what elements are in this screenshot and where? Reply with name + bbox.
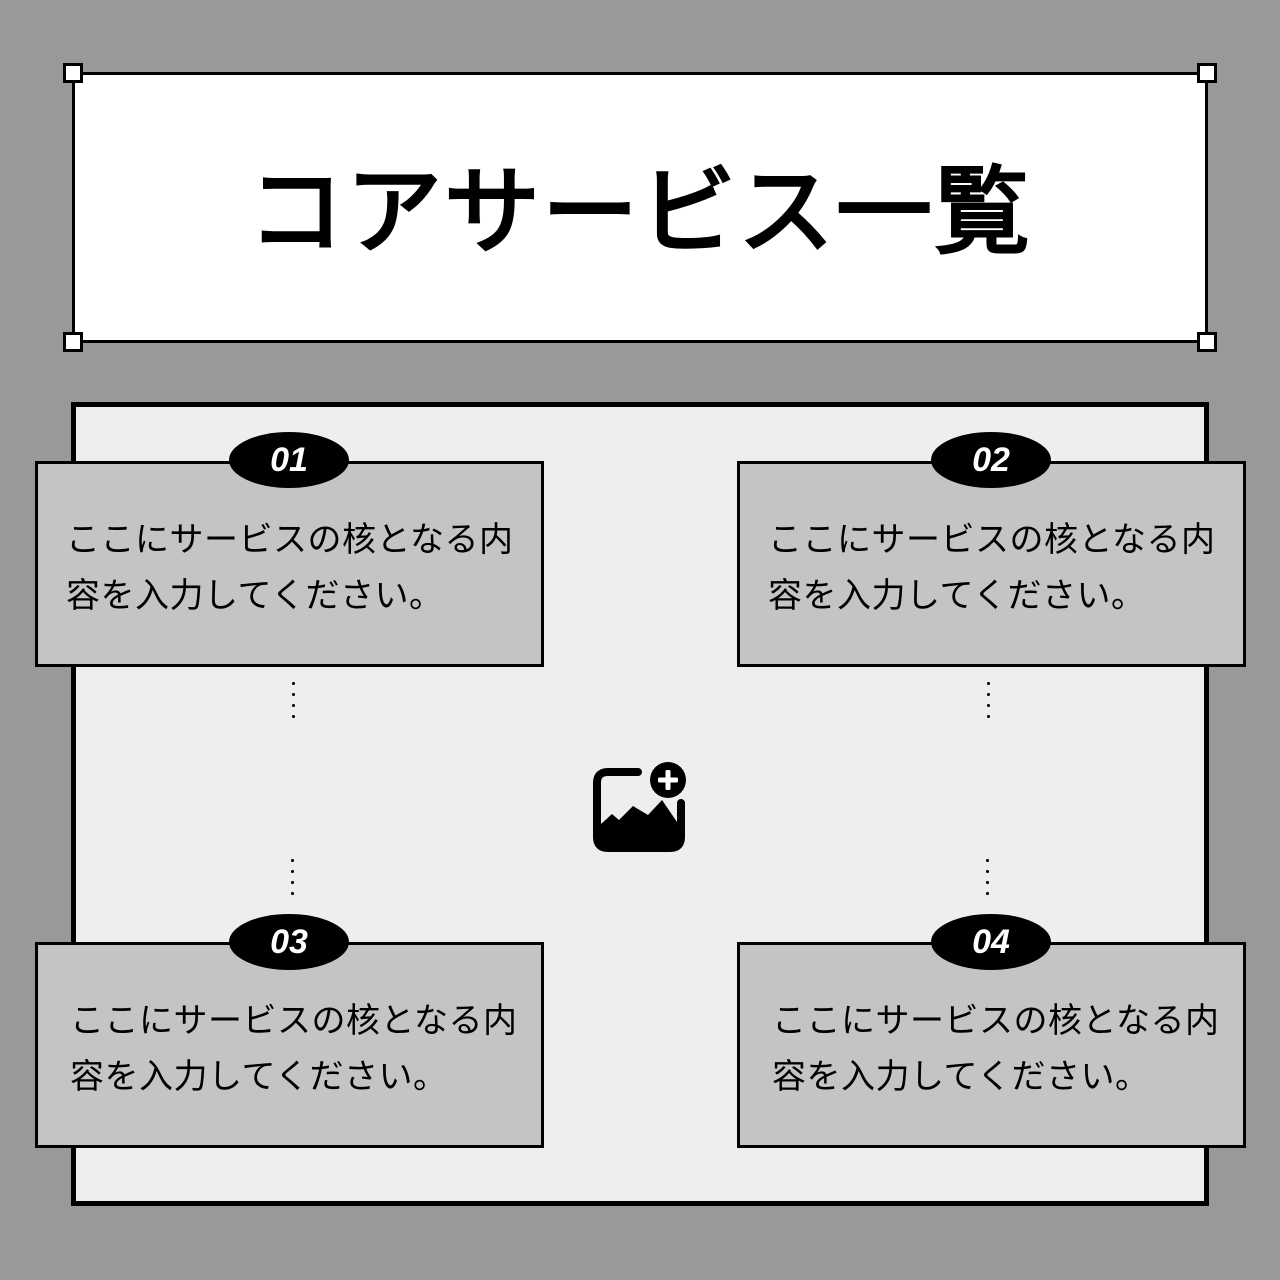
service-card-04[interactable]: ここにサービスの核となる内容を入力してください。 xyxy=(737,942,1246,1148)
resize-handle-top-left[interactable] xyxy=(63,63,83,83)
dotted-connector-04-bottom xyxy=(986,855,989,901)
number-badge-01: 01 xyxy=(229,432,349,488)
resize-handle-top-right[interactable] xyxy=(1197,63,1217,83)
service-card-01[interactable]: ここにサービスの核となる内容を入力してください。 xyxy=(35,461,544,667)
page-title: コアサービス一覧 xyxy=(248,156,1032,268)
number-badge-02: 02 xyxy=(931,432,1051,488)
resize-handle-bottom-right[interactable] xyxy=(1197,332,1217,352)
number-badge-04: 04 xyxy=(931,914,1051,970)
dotted-connector-03-bottom xyxy=(291,855,294,901)
dotted-connector-02-top xyxy=(987,678,990,724)
service-card-text[interactable]: ここにサービスの核となる内容を入力してください。 xyxy=(768,520,1216,616)
title-box[interactable]: コアサービス一覧 xyxy=(72,72,1208,343)
service-card-text[interactable]: ここにサービスの核となる内容を入力してください。 xyxy=(772,1001,1220,1097)
dotted-connector-01-top xyxy=(292,678,295,724)
service-card-03[interactable]: ここにサービスの核となる内容を入力してください。 xyxy=(35,942,544,1148)
resize-handle-bottom-left[interactable] xyxy=(63,332,83,352)
image-add-icon[interactable] xyxy=(590,760,690,854)
service-card-02[interactable]: ここにサービスの核となる内容を入力してください。 xyxy=(737,461,1246,667)
service-card-text[interactable]: ここにサービスの核となる内容を入力してください。 xyxy=(66,520,514,616)
number-badge-03: 03 xyxy=(229,914,349,970)
service-card-text[interactable]: ここにサービスの核となる内容を入力してください。 xyxy=(70,1001,518,1097)
